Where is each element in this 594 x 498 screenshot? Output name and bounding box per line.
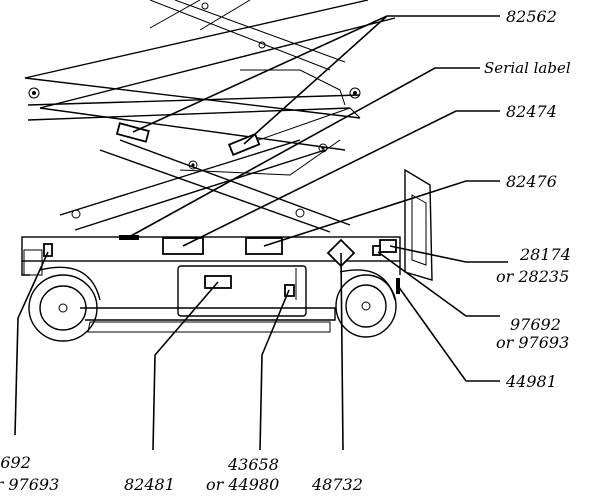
chassis (21, 168, 433, 333)
serial-label-marker (119, 235, 139, 240)
label-82474: 82474 (506, 102, 557, 121)
decal-97692-left (43, 243, 53, 257)
decal-82562-a (115, 122, 150, 143)
label-97692-right: 97692 (510, 315, 561, 334)
label-43658: 43658 (227, 455, 279, 474)
label-82481: 82481 (124, 475, 175, 494)
leader-lines (14, 15, 508, 451)
label-48732: 48732 (311, 475, 363, 494)
decal-82562-b (227, 132, 261, 156)
label-97692-left-alt: or 97693 (0, 475, 59, 494)
label-28174: 28174 (519, 245, 571, 264)
label-43658-alt: or 44980 (206, 475, 279, 494)
label-serial: Serial label (484, 59, 571, 77)
label-28174-alt: or 28235 (496, 267, 569, 286)
decal-97692-right (372, 245, 381, 256)
label-97692-left: 97692 (0, 453, 31, 472)
scissor-arms (24, 0, 396, 233)
label-82562: 82562 (506, 7, 557, 26)
callout-labels: 82562 Serial label 82474 82476 28174 or … (0, 7, 571, 494)
label-97692-right-alt: or 97693 (496, 333, 569, 352)
wheels (28, 266, 397, 342)
label-44981: 44981 (505, 372, 557, 391)
label-82476: 82476 (506, 172, 557, 191)
